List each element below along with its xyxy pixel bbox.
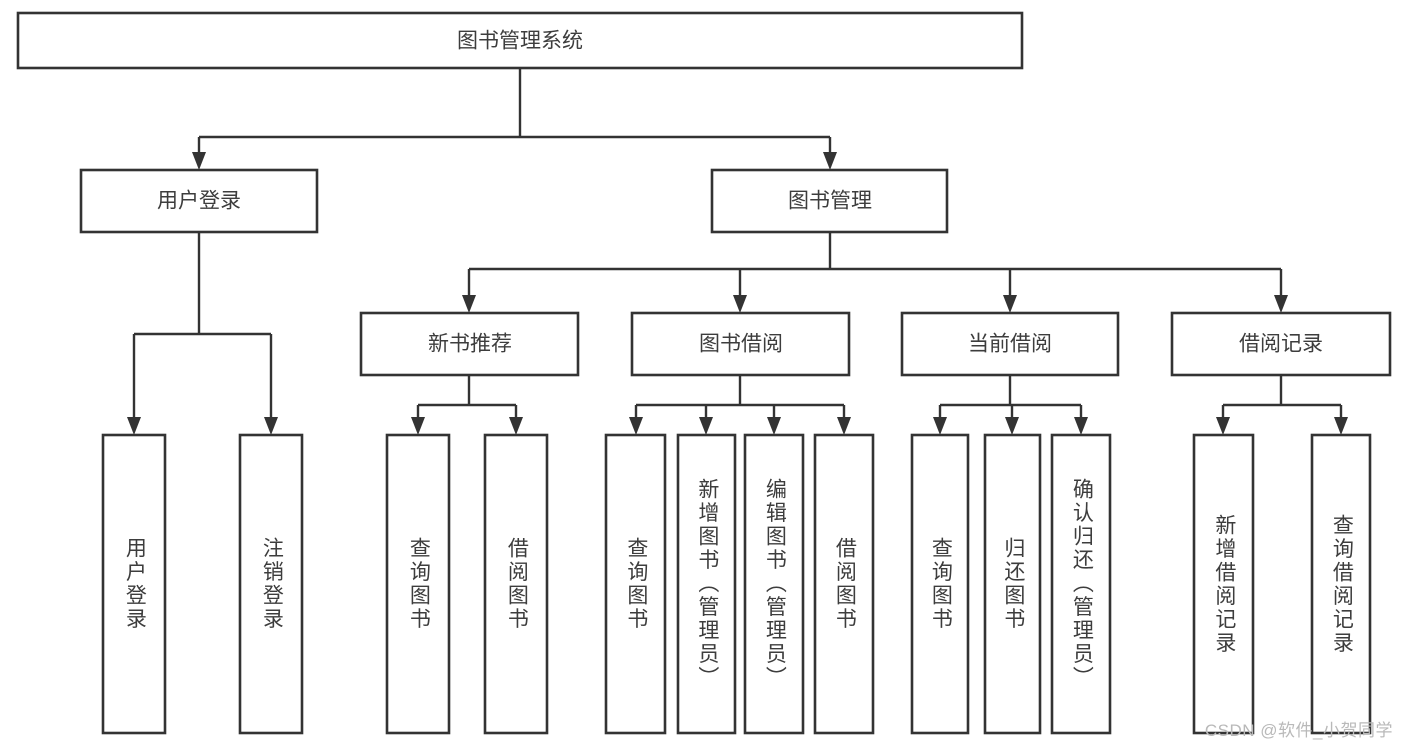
node-new-book-recommend-box[interactable] (359, 311, 580, 377)
arrow-book-borrow-leaf-1 (629, 417, 643, 435)
arrow-root-to-book-manage (823, 152, 837, 170)
leaf-confirm-return-box[interactable] (1050, 433, 1112, 735)
node-borrow-record[interactable]: 借阅记录 (1170, 311, 1392, 377)
leaf-logout-box[interactable] (238, 433, 304, 735)
node-current-borrow-box[interactable] (900, 311, 1120, 377)
node-user-login[interactable]: 用户登录 (79, 168, 319, 234)
arrow-borrow-record-leaf-2 (1334, 417, 1348, 435)
arrow-new-book-recommend-leaf-2 (509, 417, 523, 435)
node-user-login-box[interactable] (79, 168, 319, 234)
node-borrow-record-box[interactable] (1170, 311, 1392, 377)
arrow-current-borrow-leaf-2 (1005, 417, 1019, 435)
arrow-book-borrow-leaf-2 (699, 417, 713, 435)
arrow-current-borrow-leaf-3 (1074, 417, 1088, 435)
node-book-borrow-label: 图书借阅 (699, 333, 783, 356)
arrow-to-book-borrow (733, 295, 747, 313)
leaf-edit-book-box[interactable] (743, 433, 805, 735)
node-current-borrow-label: 当前借阅 (968, 333, 1052, 356)
node-user-login-label: 用户登录 (157, 190, 241, 213)
leaf-borrow-book-box[interactable] (813, 433, 875, 735)
leaf-user-login-box[interactable] (101, 433, 167, 735)
leaf-query-book-recommend-box[interactable] (385, 433, 451, 735)
node-book-manage[interactable]: 图书管理 (710, 168, 949, 234)
arrow-new-book-recommend-leaf-1 (411, 417, 425, 435)
node-root[interactable]: 图书管理系统 (16, 11, 1024, 70)
node-book-borrow-box[interactable] (630, 311, 851, 377)
arrow-borrow-record-leaf-1 (1216, 417, 1230, 435)
arrow-book-borrow-leaf-4 (837, 417, 851, 435)
node-root-label: 图书管理系统 (457, 30, 583, 53)
arrow-book-borrow-leaf-3 (767, 417, 781, 435)
leaf-return-book-box[interactable] (983, 433, 1042, 735)
leaf-borrow-book-recommend-box[interactable] (483, 433, 549, 735)
csdn-watermark: CSDN @软件_小贺同学 (1204, 721, 1393, 740)
leaf-query-borrow-record-box[interactable] (1310, 433, 1372, 735)
leaf-query-book-borrow-box[interactable] (604, 433, 667, 735)
node-root-box[interactable] (16, 11, 1024, 70)
node-new-book-recommend[interactable]: 新书推荐 (359, 311, 580, 377)
node-book-borrow[interactable]: 图书借阅 (630, 311, 851, 377)
node-layer: 图书管理系统 用户登录 图书管理 新书推荐 图书借阅 当前 (16, 11, 1392, 735)
node-new-book-recommend-label: 新书推荐 (428, 333, 512, 356)
leaf-query-book-current-box[interactable] (910, 433, 970, 735)
leaf-add-borrow-record-box[interactable] (1192, 433, 1255, 735)
node-book-manage-box[interactable] (710, 168, 949, 234)
arrow-to-new-book-recommend (462, 295, 476, 313)
leaf-add-book-box[interactable] (676, 433, 737, 735)
leaf-node-layer (101, 433, 1372, 735)
arrow-user-login-leaf-1 (127, 417, 141, 435)
arrow-current-borrow-leaf-1 (933, 417, 947, 435)
arrow-root-to-user-login (192, 152, 206, 170)
node-book-manage-label: 图书管理 (788, 190, 872, 213)
connector-layer (127, 68, 1348, 435)
arrow-to-borrow-record (1274, 295, 1288, 313)
node-borrow-record-label: 借阅记录 (1239, 333, 1323, 356)
node-current-borrow[interactable]: 当前借阅 (900, 311, 1120, 377)
arrow-to-current-borrow (1003, 295, 1017, 313)
arrow-user-login-leaf-2 (264, 417, 278, 435)
